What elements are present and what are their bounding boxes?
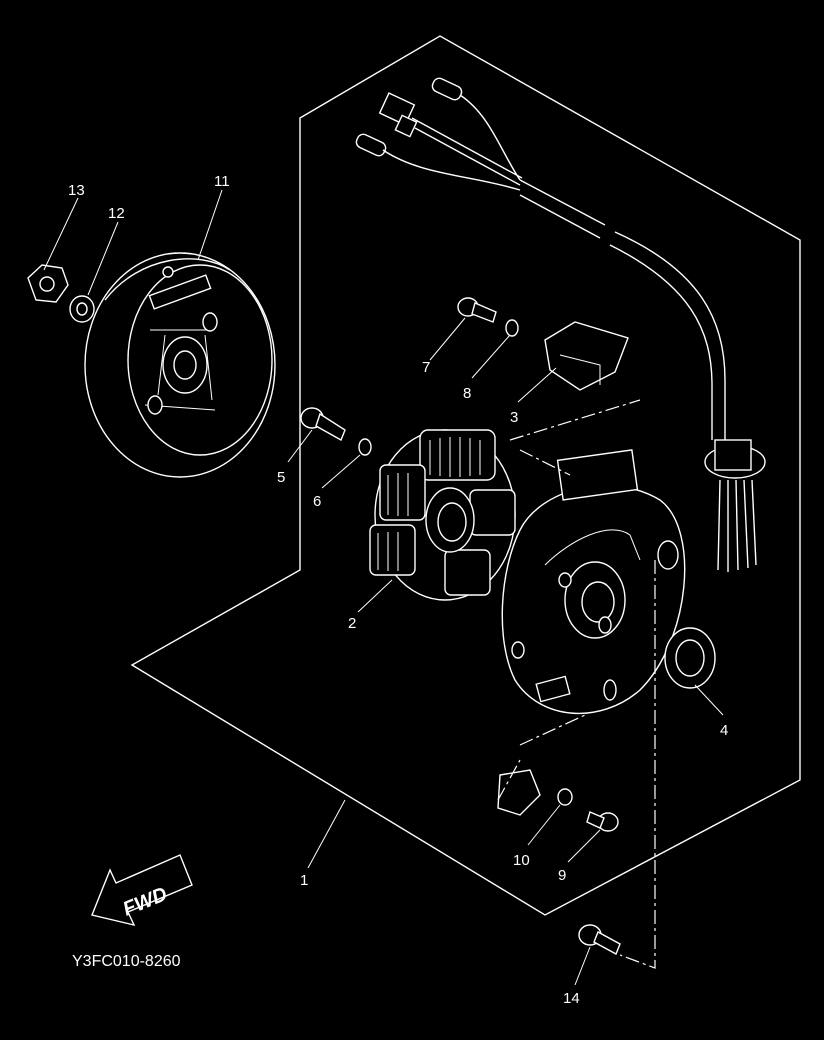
- leader-lines: [43, 189, 724, 986]
- callout-13: 13: [68, 182, 85, 199]
- callout-4: 4: [720, 722, 728, 739]
- flywheel-rotor: [84, 252, 276, 478]
- alignment-line-b: [519, 449, 571, 476]
- callout-2: 2: [348, 615, 356, 632]
- alignment-line-d: [519, 714, 586, 746]
- assembly-outline: [130, 35, 801, 916]
- callout-1: 1: [300, 872, 308, 889]
- fwd-arrow: FWD: [91, 854, 193, 927]
- alignment-line-a: [509, 399, 641, 441]
- callout-8: 8: [463, 385, 471, 402]
- bolt-14: [578, 924, 621, 955]
- wire-harness: [355, 77, 766, 572]
- screw-5: [300, 407, 346, 442]
- base-plate: [501, 449, 686, 715]
- washer-8: [505, 319, 519, 337]
- lead-clamp: [497, 769, 541, 816]
- stator-coil: [369, 429, 516, 601]
- alignment-line-c: [619, 560, 656, 969]
- callout-14: 14: [563, 990, 580, 1007]
- nut-hole: [39, 276, 55, 292]
- washer-6: [358, 438, 372, 456]
- screw-7: [457, 297, 497, 323]
- diagram-code: Y3FC010-8260: [72, 953, 181, 970]
- alignment-line-e: [497, 759, 521, 801]
- callout-5: 5: [277, 469, 285, 486]
- callout-10: 10: [513, 852, 530, 869]
- callout-11: 11: [214, 173, 230, 190]
- pickup-coil: [544, 321, 629, 391]
- callout-3: 3: [510, 409, 518, 426]
- callout-7: 7: [422, 359, 430, 376]
- screw-9: [586, 811, 619, 832]
- callout-12: 12: [108, 205, 125, 222]
- callout-6: 6: [313, 493, 321, 510]
- callout-9: 9: [558, 867, 566, 884]
- washer-10: [557, 788, 573, 806]
